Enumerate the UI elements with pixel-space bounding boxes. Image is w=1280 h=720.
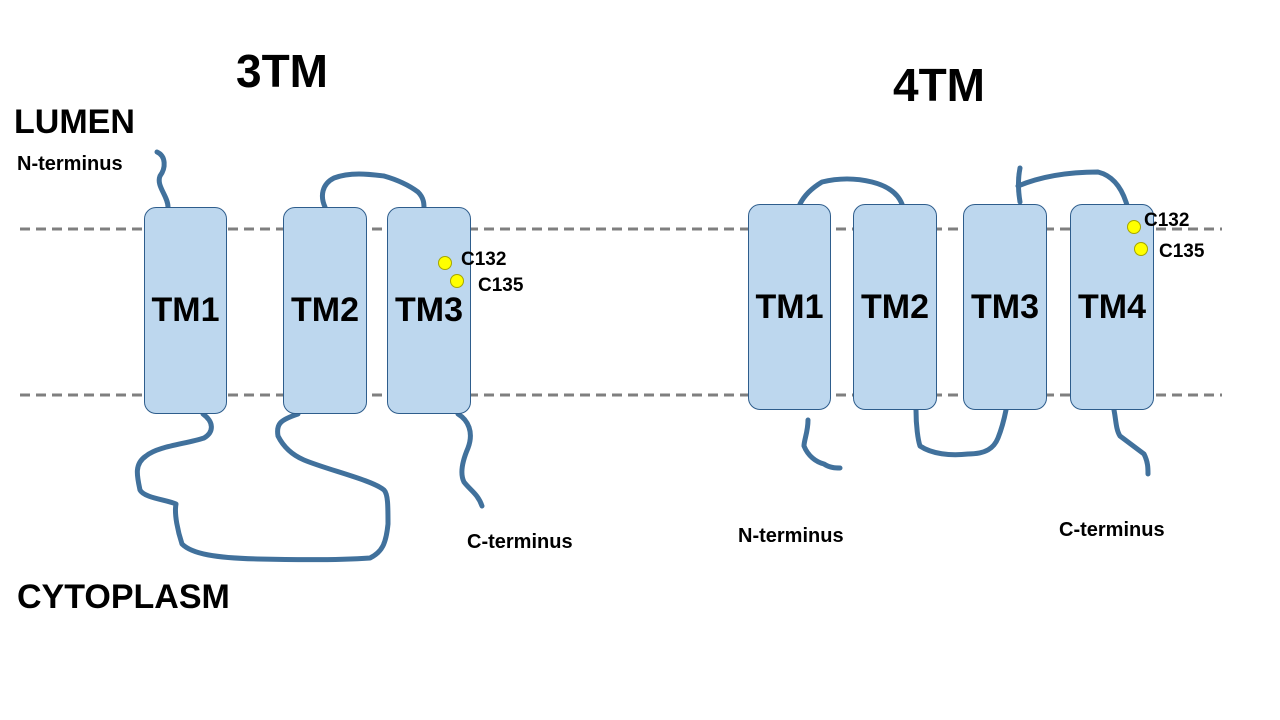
4tm-site-c132-label: C132	[1144, 210, 1190, 231]
4tm-n-terminus-label: N-terminus	[738, 525, 844, 547]
3tm-helix-tm2-label: TM2	[291, 291, 359, 329]
3tm-cysteine-c135-marker	[450, 274, 464, 288]
3tm-site-c132-label: C132	[461, 249, 507, 270]
3tm-helix-tm3: TM3	[387, 207, 471, 414]
3tm-c-terminal-tail	[455, 411, 485, 509]
4tm-c-terminal-tail	[1111, 407, 1151, 477]
4tm-site-c135-label: C135	[1159, 241, 1205, 262]
4tm-cysteine-c132-marker	[1127, 220, 1141, 234]
3tm-cysteine-c132-marker	[438, 256, 452, 270]
4tm-loop-tm2-tm3	[913, 407, 1009, 458]
4tm-c-terminus-label: C-terminus	[1059, 519, 1165, 541]
4tm-n-terminal-tail	[801, 417, 843, 471]
4tm-helix-tm3: TM3	[963, 204, 1047, 410]
3tm-loop-tm2-tm3	[319, 171, 427, 211]
4tm-helix-tm4: TM4	[1070, 204, 1154, 410]
3tm-helix-tm1: TM1	[144, 207, 227, 414]
3tm-helix-tm3-label: TM3	[395, 291, 463, 329]
4tm-title: 4TM	[893, 59, 985, 111]
3tm-helix-tm1-label: TM1	[151, 291, 220, 329]
4tm-helix-tm1: TM1	[748, 204, 831, 410]
4tm-helix-tm1-label: TM1	[755, 287, 824, 326]
3tm-helix-tm2: TM2	[283, 207, 367, 414]
4tm-helix-tm2: TM2	[853, 204, 937, 410]
4tm-helix-tm4-label: TM4	[1078, 287, 1146, 326]
4tm-helix-tm3-label: TM3	[971, 287, 1039, 326]
4tm-helix-tm2-label: TM2	[861, 287, 929, 326]
4tm-loop-tm1-tm2	[797, 176, 905, 207]
cytoplasm-label: CYTOPLASM	[17, 578, 230, 616]
3tm-n-terminus-label: N-terminus	[17, 153, 123, 175]
3tm-c-terminus-label: C-terminus	[467, 531, 573, 553]
3tm-site-c135-label: C135	[478, 275, 524, 296]
3tm-title: 3TM	[236, 45, 328, 97]
lumen-label: LUMEN	[14, 103, 135, 141]
3tm-loop-tm1-tm2	[134, 411, 391, 563]
3tm-n-terminal-tail	[154, 149, 171, 210]
4tm-cysteine-c135-marker	[1134, 242, 1148, 256]
